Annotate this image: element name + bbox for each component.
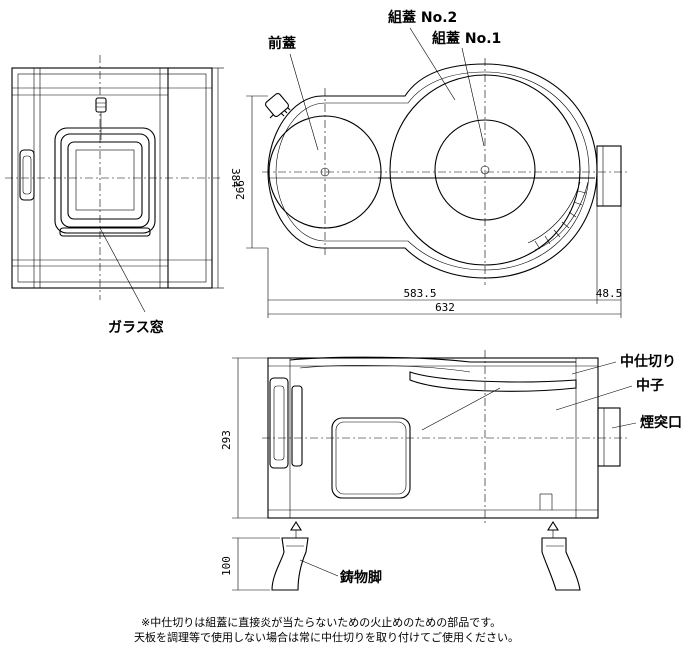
side-view <box>262 350 630 525</box>
lid-no1-label: 組蓋 No.1 <box>432 30 501 47</box>
width-total-label: 632 <box>435 301 455 314</box>
depth-top-label: 266 <box>234 180 247 200</box>
height-side-label: 293 <box>220 430 233 450</box>
width-main-label: 583.5 <box>403 287 436 300</box>
height-dimension-front: 384 <box>212 67 242 289</box>
footnote-line-2: 天板を調理等で使用しない場合は常に中仕切りを取り付けてご使用ください。 <box>134 630 519 644</box>
cast-legs-label: 鋳物脚 <box>340 569 382 586</box>
leg-height-label: 100 <box>220 556 233 576</box>
top-view-dimensions: 266 583.5 48.5 632 <box>234 95 623 318</box>
leg-height-dimension: 100 <box>220 537 280 591</box>
core-label: 中子 <box>636 377 664 394</box>
glass-window-callout: ガラス窓 <box>99 227 164 336</box>
cast-legs <box>271 520 581 591</box>
glass-window-label: ガラス窓 <box>108 319 164 336</box>
front-view <box>5 55 220 300</box>
height-front-label: 384 <box>229 168 242 188</box>
top-view-callouts: 前蓋 組蓋 No.2 組蓋 No.1 <box>268 9 501 151</box>
partition-label: 中仕切り <box>620 353 676 370</box>
front-lid-label: 前蓋 <box>268 35 296 52</box>
side-view-callouts: 中仕切り 中子 煙突口 <box>555 353 682 431</box>
side-view-height-dimension: 293 <box>220 357 268 519</box>
lid-no2-label: 組蓋 No.2 <box>388 9 457 26</box>
flue-outlet-label: 煙突口 <box>640 414 682 431</box>
footnote: ※中仕切りは組蓋に直接炎が当たらないための火止めのための部品です。 天板を調理等… <box>134 615 519 644</box>
top-view <box>262 58 630 285</box>
cast-legs-callout: 鋳物脚 <box>299 559 382 586</box>
width-flue-label: 48.5 <box>596 287 623 300</box>
footnote-line-1: ※中仕切りは組蓋に直接炎が当たらないための火止めのための部品です。 <box>141 615 501 629</box>
